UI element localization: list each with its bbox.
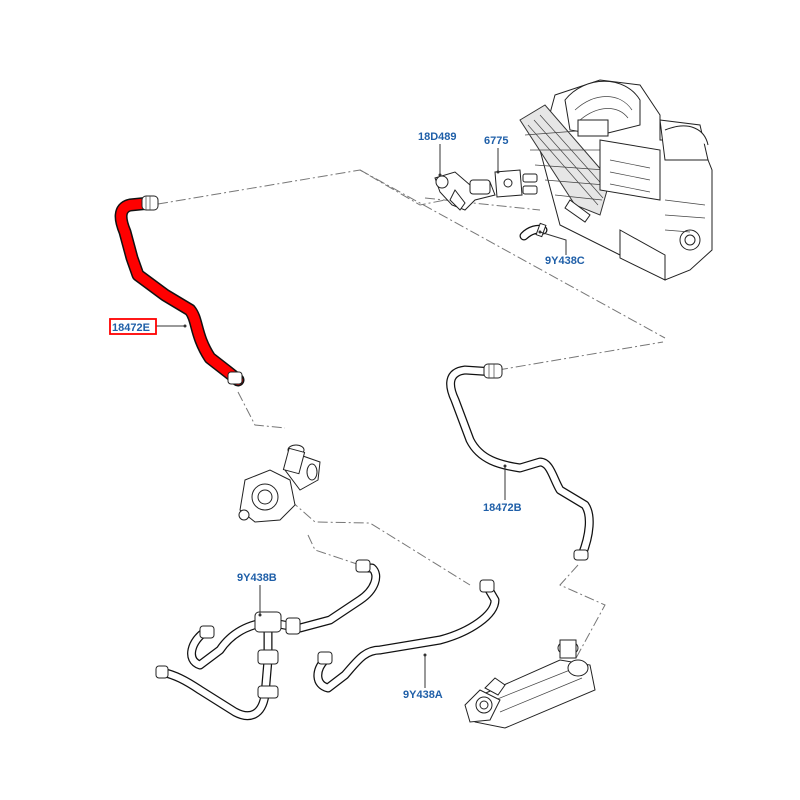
callout-6775[interactable]: 6775 [484, 135, 508, 147]
hose-18472E-highlighted [114, 195, 245, 387]
callout-9Y438C[interactable]: 9Y438C [545, 255, 585, 267]
highlight-box [109, 318, 157, 335]
valve-assembly [434, 169, 538, 211]
leader-lines [156, 144, 567, 688]
heater-unit [519, 79, 713, 281]
callout-9Y438B[interactable]: 9Y438B [237, 572, 277, 584]
thermostat-housing [238, 444, 321, 523]
hose-9Y438C [519, 222, 548, 241]
hose-9Y438A [313, 579, 500, 693]
connection-lines [157, 169, 666, 661]
hose-18472B [446, 363, 594, 561]
callout-9Y438A[interactable]: 9Y438A [403, 689, 443, 701]
hose-9Y438B [155, 559, 381, 721]
callout-18472B[interactable]: 18472B [483, 502, 522, 514]
callout-18472E[interactable]: 18472E [112, 322, 150, 334]
cooler-assembly [464, 639, 596, 729]
callout-18D489[interactable]: 18D489 [418, 131, 457, 143]
